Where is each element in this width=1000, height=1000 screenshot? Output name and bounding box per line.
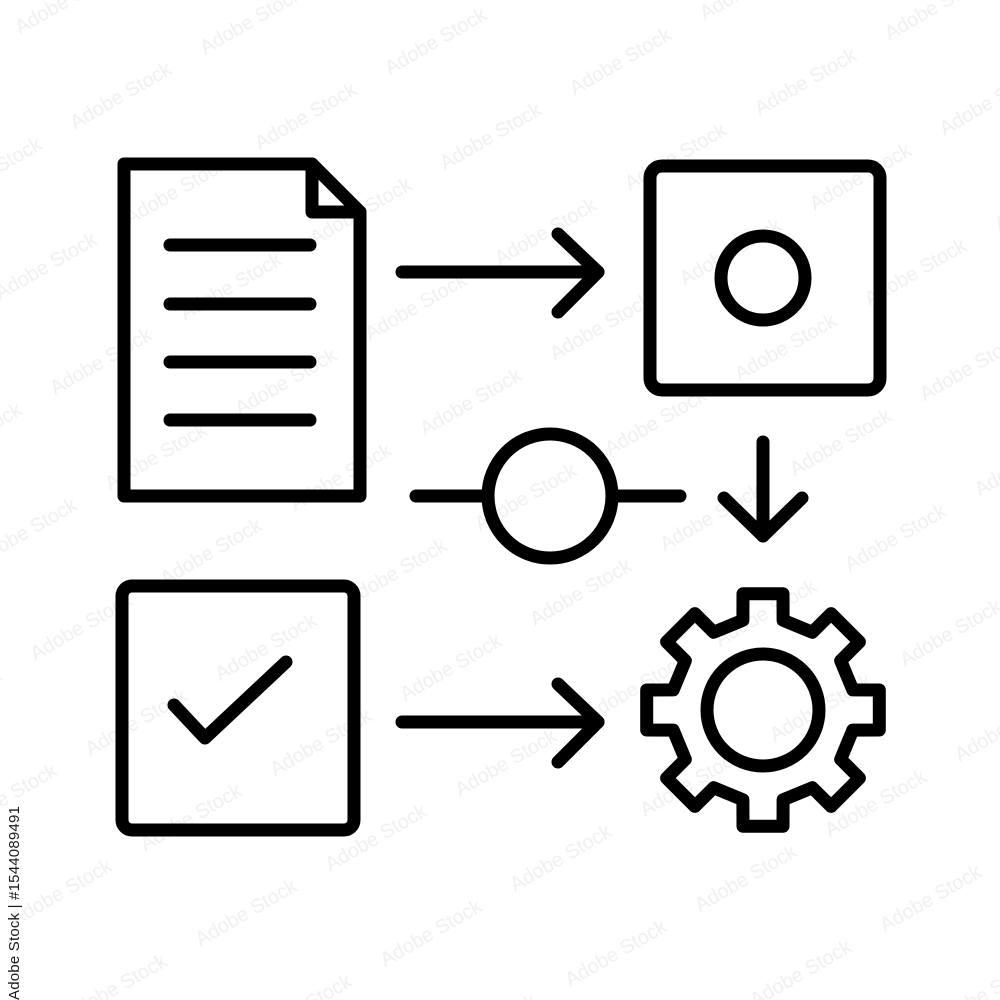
arrow-right-icon bbox=[395, 677, 605, 769]
stock-id-label: Adobe Stock | #1544089491 bbox=[6, 805, 23, 1000]
node-connector-icon bbox=[409, 427, 687, 565]
checkmark-icon bbox=[167, 655, 293, 745]
square-with-circle-icon bbox=[643, 159, 887, 397]
arrow-down-icon bbox=[717, 435, 809, 543]
document-icon bbox=[117, 157, 367, 503]
gear-icon bbox=[640, 587, 886, 833]
circle-icon bbox=[714, 229, 812, 327]
arrow-right-icon bbox=[395, 227, 605, 319]
gear-hub-icon bbox=[700, 647, 826, 773]
checkbox-checked-icon bbox=[115, 579, 361, 837]
